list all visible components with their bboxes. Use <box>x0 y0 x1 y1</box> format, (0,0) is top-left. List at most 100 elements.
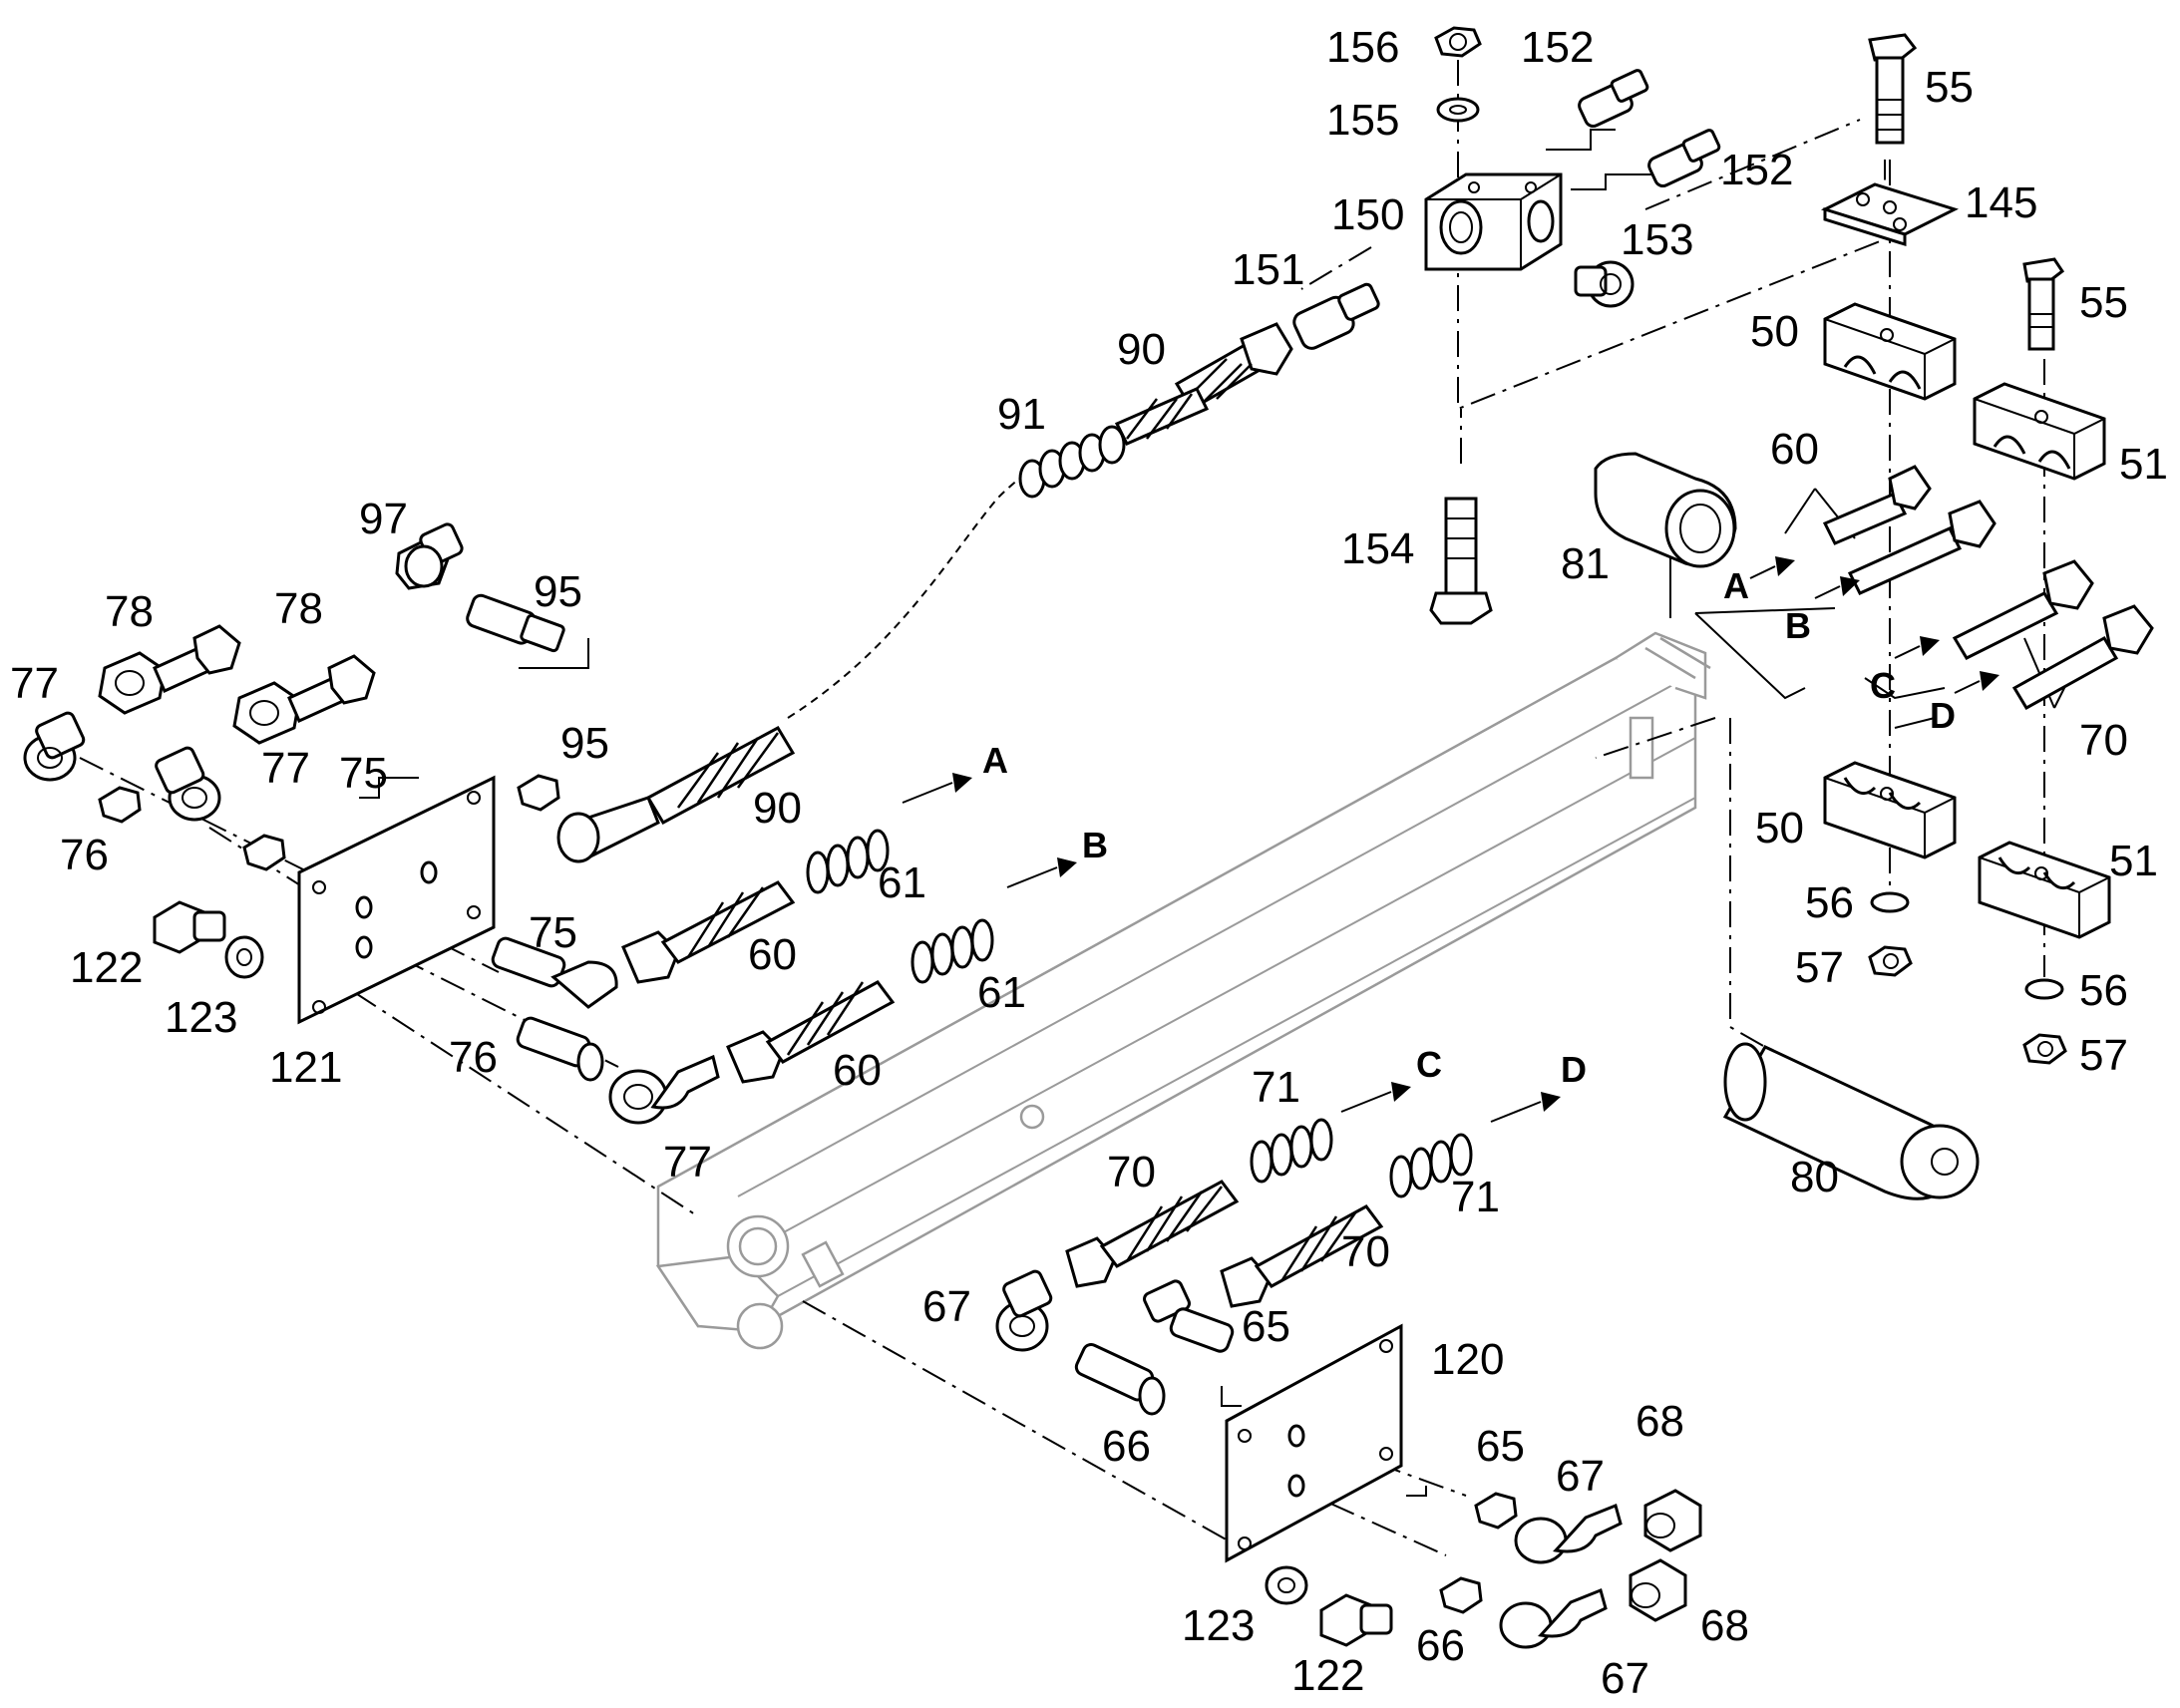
nut-66b <box>1439 1576 1483 1614</box>
callout-122: 122 <box>1291 1651 1364 1700</box>
hose-90 <box>1114 322 1293 446</box>
callout-75: 75 <box>529 908 577 957</box>
callout-57: 57 <box>1795 943 1844 992</box>
elbow-77c <box>608 1054 720 1125</box>
spring-71-upper <box>1250 1118 1333 1184</box>
callout-70: 70 <box>2079 716 2128 765</box>
hose-70-left-upper <box>1065 1180 1240 1288</box>
callout-150: 150 <box>1331 190 1404 239</box>
spring-71-lower <box>1389 1133 1473 1198</box>
washer-56b <box>2024 978 2064 1000</box>
flow-arrows <box>902 556 1999 1123</box>
callout-75: 75 <box>339 749 388 798</box>
callout-77: 77 <box>663 1138 712 1187</box>
callout-70: 70 <box>1341 1227 1390 1276</box>
boom-arm <box>655 631 1711 1350</box>
flow-B-right: B <box>1785 605 1811 646</box>
flow-C-right: C <box>1870 665 1896 706</box>
callout-67: 67 <box>1601 1654 1649 1703</box>
callout-71: 71 <box>1451 1173 1500 1221</box>
callout-156: 156 <box>1326 23 1399 72</box>
callout-77: 77 <box>10 659 59 708</box>
callout-57: 57 <box>2079 1031 2128 1080</box>
callout-78: 78 <box>105 587 154 636</box>
elbow-67c <box>1499 1587 1608 1649</box>
nut-156 <box>1434 26 1482 58</box>
callout-55: 55 <box>2079 278 2128 327</box>
spring-91 <box>1018 425 1126 499</box>
callout-152: 152 <box>1521 23 1594 72</box>
bolt-55-upper <box>1868 33 1918 145</box>
callout-95: 95 <box>560 719 609 768</box>
callout-90: 90 <box>753 784 802 833</box>
hose-70-right-upper <box>1952 559 2094 660</box>
spring-61-upper <box>910 918 994 984</box>
hose-60-right-upper <box>1822 465 1932 545</box>
callout-65: 65 <box>1476 1422 1525 1471</box>
callout-81: 81 <box>1561 539 1610 588</box>
callout-61: 61 <box>878 858 926 907</box>
clamp-50-upper <box>1823 302 1957 401</box>
callout-77: 77 <box>261 744 310 793</box>
callout-56: 56 <box>2079 966 2128 1015</box>
callout-65: 65 <box>1242 1302 1290 1351</box>
hose-70-left-lower <box>1220 1204 1384 1308</box>
nut-65b <box>1474 1492 1518 1530</box>
flow-D-left: D <box>1561 1049 1587 1090</box>
nut-57a <box>1868 945 1913 977</box>
callout-68: 68 <box>1700 1601 1749 1650</box>
elbow-77a <box>23 711 86 782</box>
callout-60: 60 <box>833 1046 882 1095</box>
clamp-51-lower <box>1978 841 2111 939</box>
washer-56a <box>1870 891 1910 913</box>
callout-50: 50 <box>1755 804 1804 853</box>
fitting-66a <box>1074 1342 1166 1416</box>
hose-60-left-lower <box>726 980 896 1084</box>
bolt-122b <box>1319 1593 1393 1647</box>
elbow-77b <box>155 746 221 822</box>
spring-90-lower <box>806 829 890 894</box>
callout-51: 51 <box>2119 440 2168 489</box>
plate-120 <box>1225 1323 1403 1563</box>
callout-154: 154 <box>1341 524 1414 573</box>
hose-60-left-upper <box>621 880 796 984</box>
callout-51: 51 <box>2109 837 2158 885</box>
block-150 <box>1424 172 1563 271</box>
callout-155: 155 <box>1326 96 1399 145</box>
callout-70: 70 <box>1107 1148 1156 1196</box>
top-manifold-group <box>1292 26 2065 625</box>
bolt-122a <box>153 900 226 954</box>
elbow-67a <box>995 1269 1053 1352</box>
callout-56: 56 <box>1805 878 1854 927</box>
callout-151: 151 <box>1232 245 1304 294</box>
fitting-95 <box>466 593 565 653</box>
washer-123b <box>1265 1565 1308 1605</box>
callout-61: 61 <box>977 968 1026 1017</box>
flow-letters: A B C D A B C D <box>982 565 1956 1090</box>
callout-76: 76 <box>449 1033 498 1082</box>
clamp-51-upper <box>1973 382 2106 481</box>
nut-68a <box>1643 1489 1702 1552</box>
bushing-81 <box>1594 452 1737 568</box>
plug-153 <box>1574 260 1635 308</box>
callout-68: 68 <box>1635 1397 1684 1446</box>
callout-145: 145 <box>1965 178 2037 227</box>
callout-123: 123 <box>165 993 237 1042</box>
elbow-97 <box>395 522 464 590</box>
callout-122: 122 <box>70 943 143 992</box>
bolt-78b <box>232 654 376 745</box>
callout-55: 55 <box>1925 63 1974 112</box>
callout-67: 67 <box>922 1282 971 1331</box>
nut-68b <box>1629 1558 1687 1622</box>
fitting-152-lower <box>1647 129 1721 188</box>
callout-91: 91 <box>997 390 1046 439</box>
flow-A-left: A <box>982 740 1008 781</box>
flow-B-left: B <box>1082 825 1108 865</box>
fitting-152-upper <box>1578 69 1649 129</box>
callout-90: 90 <box>1117 325 1166 374</box>
callout-123: 123 <box>1182 1601 1255 1650</box>
flow-A-right: A <box>1723 565 1749 606</box>
plate-121 <box>297 775 496 1025</box>
callout-78: 78 <box>274 584 323 633</box>
elbow-67b <box>1514 1503 1623 1564</box>
